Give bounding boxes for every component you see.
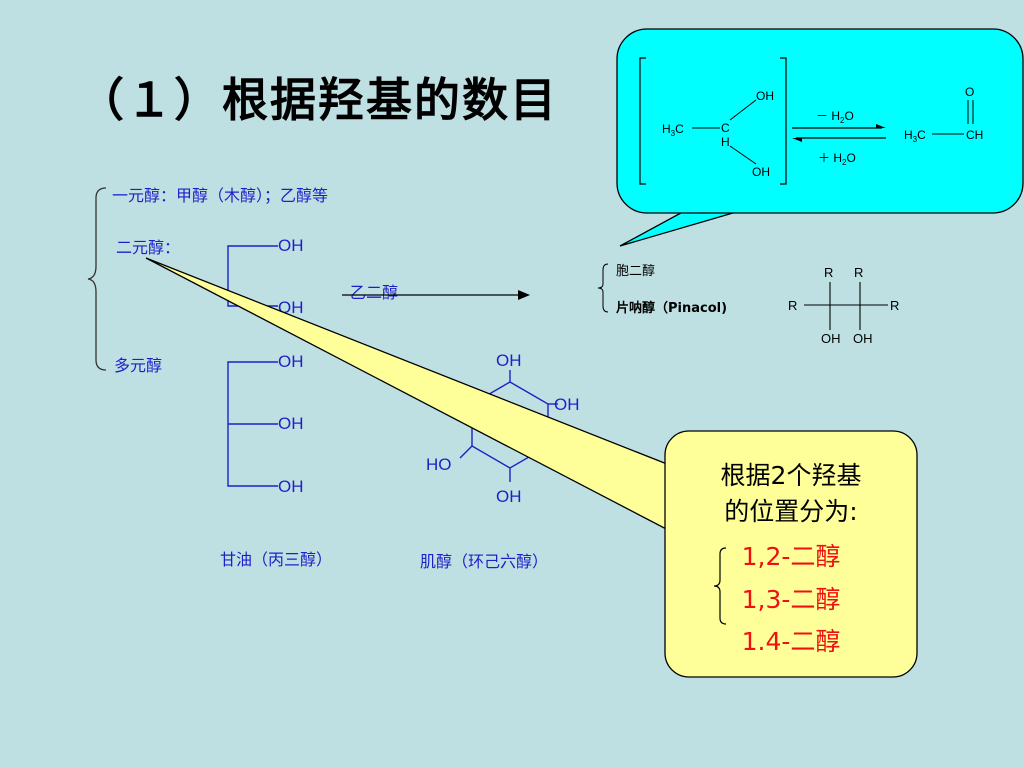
reaction-arrow bbox=[342, 290, 530, 300]
classification-brace bbox=[87, 187, 107, 371]
monohydric-alcohols: 一元醇：甲醇（木醇）；乙醇等 bbox=[112, 186, 329, 205]
inositol-oh-bottom: OH bbox=[496, 487, 522, 506]
glycerol-oh-2: OH bbox=[278, 414, 304, 433]
glycerol-name: 甘油（丙三醇） bbox=[220, 550, 333, 569]
pinacol-oh-right: OH bbox=[853, 331, 873, 346]
geminal-diol-label: 胞二醇 bbox=[616, 264, 656, 279]
chem-callout: OH H3C C H OH － H2O ＋ H2O O H3C CH bbox=[616, 28, 1024, 214]
yellow-callout-line1: 根据2个羟基 bbox=[720, 461, 862, 490]
chem-h3c-right: H3C bbox=[904, 128, 926, 144]
chem-hydrogen: H bbox=[721, 135, 730, 149]
chem-oh-top: OH bbox=[756, 89, 774, 103]
chem-minus-water: － H2O bbox=[816, 109, 854, 125]
chem-oh-bottom: OH bbox=[752, 165, 770, 179]
inositol-oh-top: OH bbox=[496, 351, 522, 370]
inositol-name: 肌醇（环己六醇） bbox=[420, 552, 549, 571]
glycerol-oh-1: OH bbox=[278, 352, 304, 371]
pinacol-oh-left: OH bbox=[821, 331, 841, 346]
diol-position-1-2: 1,2-二醇 bbox=[741, 542, 841, 571]
slide-title: （１）根据羟基的数目 bbox=[78, 73, 558, 127]
chem-plus-water: ＋ H2O bbox=[818, 151, 856, 167]
pinacol-label: 片呐醇（Pinacol) bbox=[616, 301, 728, 316]
pinacol-structure: R R R R OH OH bbox=[788, 265, 899, 346]
chem-ch: CH bbox=[966, 128, 983, 142]
inositol-structure: OH OH HO OH bbox=[426, 351, 580, 506]
glycerol-oh-3: OH bbox=[278, 477, 304, 496]
diol-position-1-3: 1,3-二醇 bbox=[741, 585, 841, 614]
chem-o-top: O bbox=[965, 85, 974, 99]
pinacol-r-top-left: R bbox=[824, 265, 833, 280]
chem-h3c-left: H3C bbox=[662, 122, 684, 138]
inositol-ho-left: HO bbox=[426, 455, 452, 474]
yellow-callout-line2: 的位置分为: bbox=[724, 497, 858, 526]
yellow-callout: 根据2个羟基 的位置分为: 1,2-二醇 1,3-二醇 1.4-二醇 bbox=[664, 430, 918, 678]
pinacol-r-top-right: R bbox=[854, 265, 863, 280]
polyhydric-alcohols: 多元醇 bbox=[114, 356, 163, 375]
pinacol-r-left: R bbox=[788, 298, 797, 313]
diol-oh-top: OH bbox=[278, 236, 304, 255]
pinacol-r-right: R bbox=[890, 298, 899, 313]
diol-position-1-4: 1.4-二醇 bbox=[741, 627, 841, 656]
dihydric-alcohols: 二元醇： bbox=[116, 238, 181, 257]
inositol-oh-right: OH bbox=[554, 395, 580, 414]
chem-carbon: C bbox=[721, 121, 730, 135]
ethylene-glycol-name: 乙二醇 bbox=[350, 283, 399, 302]
diol-types-brace bbox=[597, 263, 609, 313]
glycerol-structure bbox=[227, 361, 278, 487]
